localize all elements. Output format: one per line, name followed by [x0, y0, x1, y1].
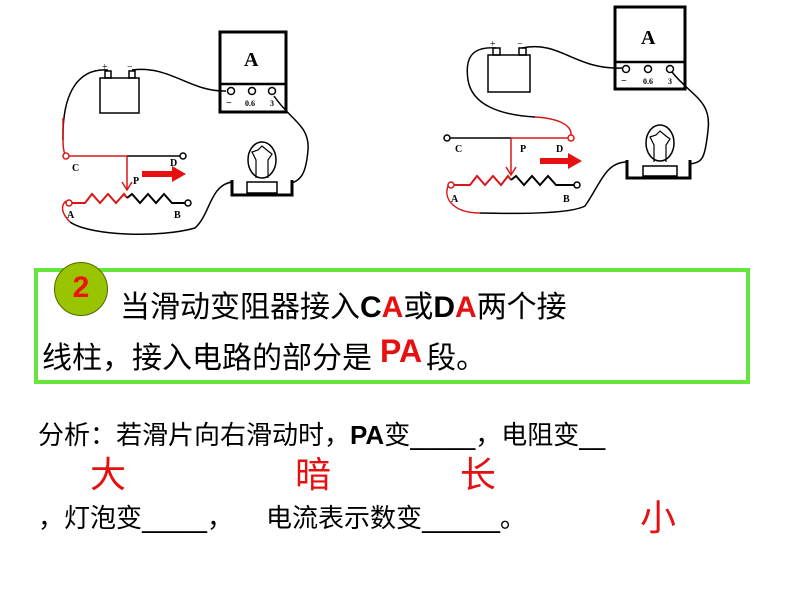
label-b: B: [174, 210, 181, 221]
direction-arrow: [142, 166, 186, 182]
battery: [99, 77, 140, 114]
text: PA: [350, 420, 385, 450]
lamp-bulb: [645, 124, 675, 162]
answer-larger: 大: [90, 455, 127, 496]
terminal-a: A: [381, 291, 404, 324]
battery: [487, 54, 531, 93]
wire: [479, 161, 628, 215]
battery-minus: −: [517, 39, 523, 50]
text: 分析：若滑片向右滑动时，: [38, 421, 351, 451]
terminal-minus: −: [621, 76, 627, 87]
battery-plus: +: [102, 62, 108, 73]
circuit-diagrams: A − 0.6 3 + − C D P A B: [61, 5, 710, 235]
question-line-1: 当滑动变阻器接入CA或DA两个接: [120, 282, 567, 326]
wire: [671, 71, 710, 165]
terminal-0.6: 0.6: [643, 77, 653, 86]
terminal-minus: −: [226, 98, 232, 109]
label-c: C: [72, 163, 79, 174]
label-a: A: [67, 210, 75, 221]
resistor-active: [454, 174, 512, 187]
text: 或: [403, 290, 434, 325]
battery-plus: +: [490, 39, 496, 50]
answer-smaller: 小: [640, 498, 677, 539]
question-box: [34, 268, 750, 384]
ammeter-label: A: [244, 49, 259, 71]
ammeter-label: A: [641, 27, 656, 49]
text: 当滑动变阻器接入: [120, 290, 360, 325]
circuit-right: [443, 5, 710, 215]
direction-arrow: [540, 153, 582, 169]
answer-darker: 暗: [295, 455, 332, 496]
ammeter: [613, 5, 687, 91]
wire: [131, 68, 227, 92]
wire: [273, 95, 309, 184]
text: 变_____，电阻变__: [384, 421, 606, 451]
text: 线柱，接入电路的部分是: [42, 341, 372, 376]
analysis-line-2: ，灯泡变_____， 电流表示数变______。: [38, 504, 527, 534]
lamp-bulb: [247, 141, 277, 179]
ammeter: [218, 30, 288, 114]
question-number-badge: 2: [54, 262, 108, 316]
wire: [466, 47, 536, 118]
text: 段。: [426, 341, 487, 376]
battery-minus: −: [127, 62, 133, 73]
terminal-d: D: [433, 291, 456, 324]
text: 两个接: [476, 290, 567, 325]
wire-red: [61, 200, 71, 223]
terminal-3: 3: [668, 77, 672, 86]
lamp-base: [625, 160, 692, 180]
label-a: A: [451, 194, 459, 205]
resistor: [126, 192, 185, 205]
label-b: B: [563, 194, 570, 205]
resistor: [510, 174, 574, 187]
terminal-0.6: 0.6: [245, 99, 255, 108]
wire-red: [62, 118, 67, 157]
resistor-active: [72, 192, 128, 205]
circuit-left: [61, 30, 309, 235]
label-d: D: [556, 144, 563, 155]
wire-red: [534, 116, 572, 136]
label-d: D: [170, 158, 177, 169]
terminal-a: A: [455, 291, 477, 324]
answer-pa: PA: [380, 333, 423, 369]
label-p: P: [133, 176, 139, 187]
label-c: C: [455, 144, 462, 155]
label-p: P: [520, 144, 526, 155]
wire-red: [446, 185, 481, 214]
terminal-3: 3: [270, 99, 274, 108]
wire: [521, 45, 623, 69]
analysis-line-1: 分析：若滑片向右滑动时，PA变_____，电阻变__: [38, 420, 605, 451]
wire: [62, 69, 109, 141]
lamp-base: [230, 180, 294, 197]
wire: [69, 181, 233, 235]
answer-longer: 长: [460, 455, 497, 496]
terminal-c: C: [360, 291, 382, 324]
